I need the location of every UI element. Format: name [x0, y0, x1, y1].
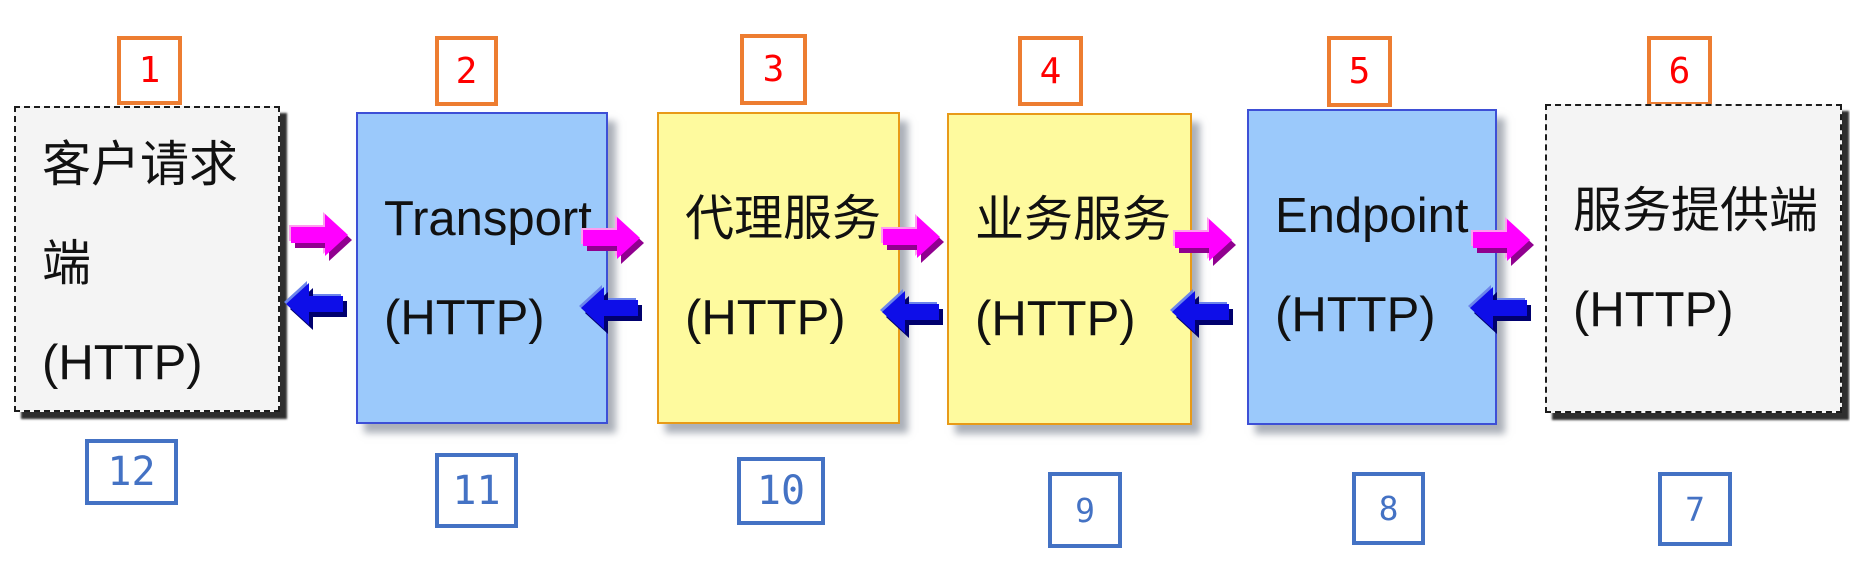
request-arrow-icon — [1172, 216, 1238, 268]
stage-title-line: Transport — [384, 192, 592, 246]
stage-title-line: 端 — [42, 237, 92, 291]
stage-title-line: (HTTP) — [384, 291, 545, 345]
stage-box-endpoint: Endpoint (HTTP) — [1247, 109, 1497, 425]
request-arrow-icon — [880, 213, 946, 265]
response-arrow-icon — [1170, 288, 1236, 340]
request-arrow-icon — [1470, 216, 1536, 268]
stage-box-service-provider: 服务提供端 (HTTP) — [1545, 104, 1842, 413]
response-step-number: 10 — [737, 457, 825, 525]
response-step-number: 11 — [435, 453, 518, 528]
stage-title-line: (HTTP) — [975, 292, 1136, 346]
stage-title-line: 业务服务 — [975, 193, 1172, 247]
request-arrow-icon — [580, 214, 646, 266]
request-step-number: 4 — [1018, 36, 1083, 106]
request-step-number: 5 — [1327, 36, 1392, 107]
stage-box-transport: Transport (HTTP) — [356, 112, 608, 424]
response-step-number: 8 — [1352, 472, 1425, 545]
response-arrow-icon — [579, 284, 645, 336]
stage-title-line: Endpoint — [1275, 189, 1469, 243]
response-step-number: 7 — [1658, 472, 1732, 546]
request-step-number: 6 — [1647, 36, 1712, 106]
stage-box-business-service: 业务服务 (HTTP) — [947, 113, 1192, 425]
stage-title-line: (HTTP) — [1275, 288, 1436, 342]
stage-title-line: 服务提供端 — [1573, 184, 1819, 238]
request-step-number: 1 — [117, 36, 182, 105]
stage-title-line: (HTTP) — [1573, 283, 1734, 337]
stage-box-client-requester: 客户请求端 (HTTP) — [14, 106, 280, 412]
stage-title-line: (HTTP) — [685, 291, 846, 345]
request-step-number: 2 — [435, 36, 498, 106]
stage-box-proxy-service: 代理服务 (HTTP) — [657, 112, 900, 424]
request-arrow-icon — [288, 211, 354, 263]
stage-title-line: (HTTP) — [42, 336, 203, 390]
stage-title-line: 代理服务 — [685, 192, 882, 246]
response-arrow-icon — [1468, 284, 1534, 336]
response-arrow-icon — [284, 280, 350, 332]
response-step-number: 12 — [85, 439, 178, 505]
response-arrow-icon — [880, 288, 946, 340]
stage-title-line: 客户请求 — [42, 138, 239, 192]
request-step-number: 3 — [740, 34, 807, 105]
response-step-number: 9 — [1048, 472, 1122, 548]
